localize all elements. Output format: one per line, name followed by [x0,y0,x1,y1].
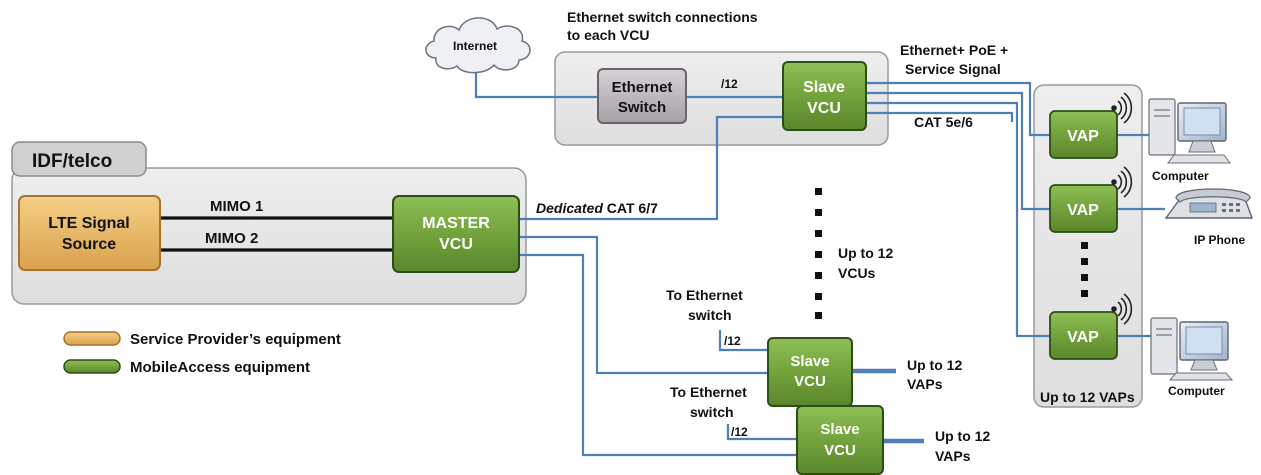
dedicated-cat-type: CAT 6/7 [603,200,658,216]
internet-link [474,64,598,99]
to-eth-1-line2: switch [688,307,732,323]
mimo1-label: MIMO 1 [210,198,263,215]
computer-label-2: Computer [1168,384,1225,398]
slave-vcu-top [782,61,867,131]
to-eth-1-line1: To Ethernet [666,287,743,303]
computer-icon [1148,98,1231,164]
vap-1: VAP [1049,92,1133,159]
legend-swatch-orange [63,331,121,346]
wifi-signal-icon [1111,92,1133,124]
master-to-slave2-link [519,235,768,375]
upto12-vcus-line1: Up to 12 [838,245,893,261]
legend-swatch-green [63,359,121,374]
vap2-label: VAP [1067,202,1099,219]
slave-to-vap-extra-link [866,111,1014,122]
slave-to-vap1-link [866,81,1050,137]
wifi-signal-icon [1111,166,1133,198]
slash12-label-2: /12 [724,334,741,348]
master-label-line2: VCU [439,236,473,253]
switch-slash12-label: /12 [721,77,738,91]
poe-label-line1: Ethernet+ PoE + [900,42,1008,58]
slave-top-label-line2: VCU [807,100,841,117]
ip-phone-label: IP Phone [1194,233,1245,247]
upto12-vcus-line2: VCUs [838,265,876,281]
legend-label: MobileAccess equipment [130,359,310,376]
legend-item-service-provider: Service Provider’s equipment [63,331,341,348]
legend-item-mobileaccess: MobileAccess equipment [63,359,310,376]
ip-phone-icon [1164,188,1253,219]
slave-to-vap2-link [866,91,1050,211]
internet-cloud: Internet [425,17,531,74]
legend: Service Provider’s equipment MobileAcces… [63,331,341,376]
cat56-label: CAT 5e/6 [914,114,973,130]
computer-icon [1150,317,1234,381]
vcu-ellipsis [815,188,822,319]
legend-label: Service Provider’s equipment [130,331,341,348]
idf-tab [11,141,147,177]
to-eth-2-line1: To Ethernet [670,384,747,400]
idf-label: IDF/telco [32,151,112,172]
slash12-label-3: /12 [731,425,748,439]
upto12-vaps-2-line2: VAPs [935,448,971,464]
slave3-label-line1: Slave [820,421,859,438]
switch-note-line1: Ethernet switch connections [567,9,758,25]
slave2-label-line2: VCU [794,373,826,390]
to-eth-2-line2: switch [690,404,734,420]
slave3-switch-stub [726,424,797,441]
upto12-vaps-1-line2: VAPs [907,376,943,392]
slave-top-label-line1: Slave [803,79,845,96]
eth-switch-label-line2: Switch [618,99,666,116]
dedicated-italic: Dedicated [536,200,603,216]
dedicated-cat67-link [519,115,783,221]
lte-label-line1: LTE Signal [48,215,129,232]
switch-note-line2: to each VCU [567,27,649,43]
slave-vcu-bottom-2 [796,405,884,475]
internet-label: Internet [453,39,497,53]
upto12-vaps-2-line1: Up to 12 [935,428,990,444]
lte-label-line2: Source [62,236,116,253]
master-to-slave3-link [519,253,797,457]
slave-to-vap3-link [866,101,1050,338]
master-vcu [392,195,520,273]
vap1-label: VAP [1067,128,1099,145]
slave2-switch-stub [718,330,768,352]
ethernet-switch [597,68,687,124]
lte-signal-source [18,195,161,271]
slave3-label-line2: VCU [824,442,856,459]
eth-switch-label-line1: Ethernet [612,79,673,96]
mimo2-label: MIMO 2 [205,230,258,247]
vap-3: VAP [1049,293,1133,360]
dedicated-cable-label: Dedicated CAT 6/7 [536,200,658,216]
slave2-label-line1: Slave [790,353,829,370]
poe-label-line2: Service Signal [905,61,1001,77]
vap3-label: VAP [1067,329,1099,346]
upto12-vaps-1-line1: Up to 12 [907,357,962,373]
upto12-vaps-total: Up to 12 VAPs [1040,389,1135,405]
vap-ellipsis [1081,242,1088,297]
master-label-line1: MASTER [422,215,490,232]
slave-vcu-bottom-1 [767,337,853,407]
wifi-signal-icon [1111,293,1133,325]
vap-2: VAP [1049,166,1133,233]
computer-label-1: Computer [1152,169,1209,183]
